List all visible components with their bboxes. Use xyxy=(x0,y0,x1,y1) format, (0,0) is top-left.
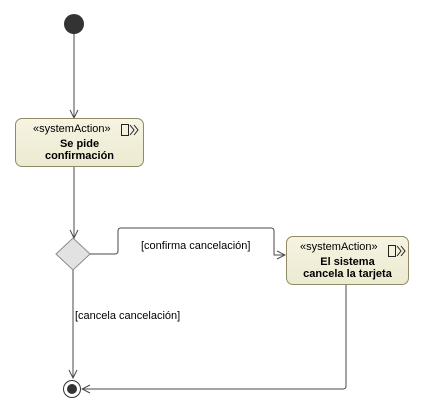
action-stereotype: «systemAction» xyxy=(300,241,378,253)
action-name-line2: confirmación xyxy=(44,150,115,162)
initial-node xyxy=(64,14,84,34)
decision-node xyxy=(55,237,91,271)
guard-confirma-cancelacion: [confirma cancelación] xyxy=(141,240,251,252)
action-el-sistema-cancela-la-tarjeta[interactable]: «systemAction» El sistema cancela la tar… xyxy=(286,236,409,285)
flow-cancel-card-to-final xyxy=(82,285,347,389)
action-se-pide-confirmacion[interactable]: «systemAction» Se pide confirmación xyxy=(15,118,144,167)
action-stereotype: «systemAction» xyxy=(33,123,111,135)
flow-decision-to-cancel-card xyxy=(90,227,285,255)
activity-final-node-core xyxy=(67,384,77,394)
action-name-line1: Se pide xyxy=(59,138,100,150)
action-name-line2: cancela la tarjeta xyxy=(303,268,392,280)
call-behavior-icon xyxy=(388,245,406,257)
call-behavior-icon xyxy=(121,124,139,136)
guard-cancela-cancelacion: [cancela cancelación] xyxy=(75,310,181,322)
action-name-line1: El sistema xyxy=(320,256,375,268)
